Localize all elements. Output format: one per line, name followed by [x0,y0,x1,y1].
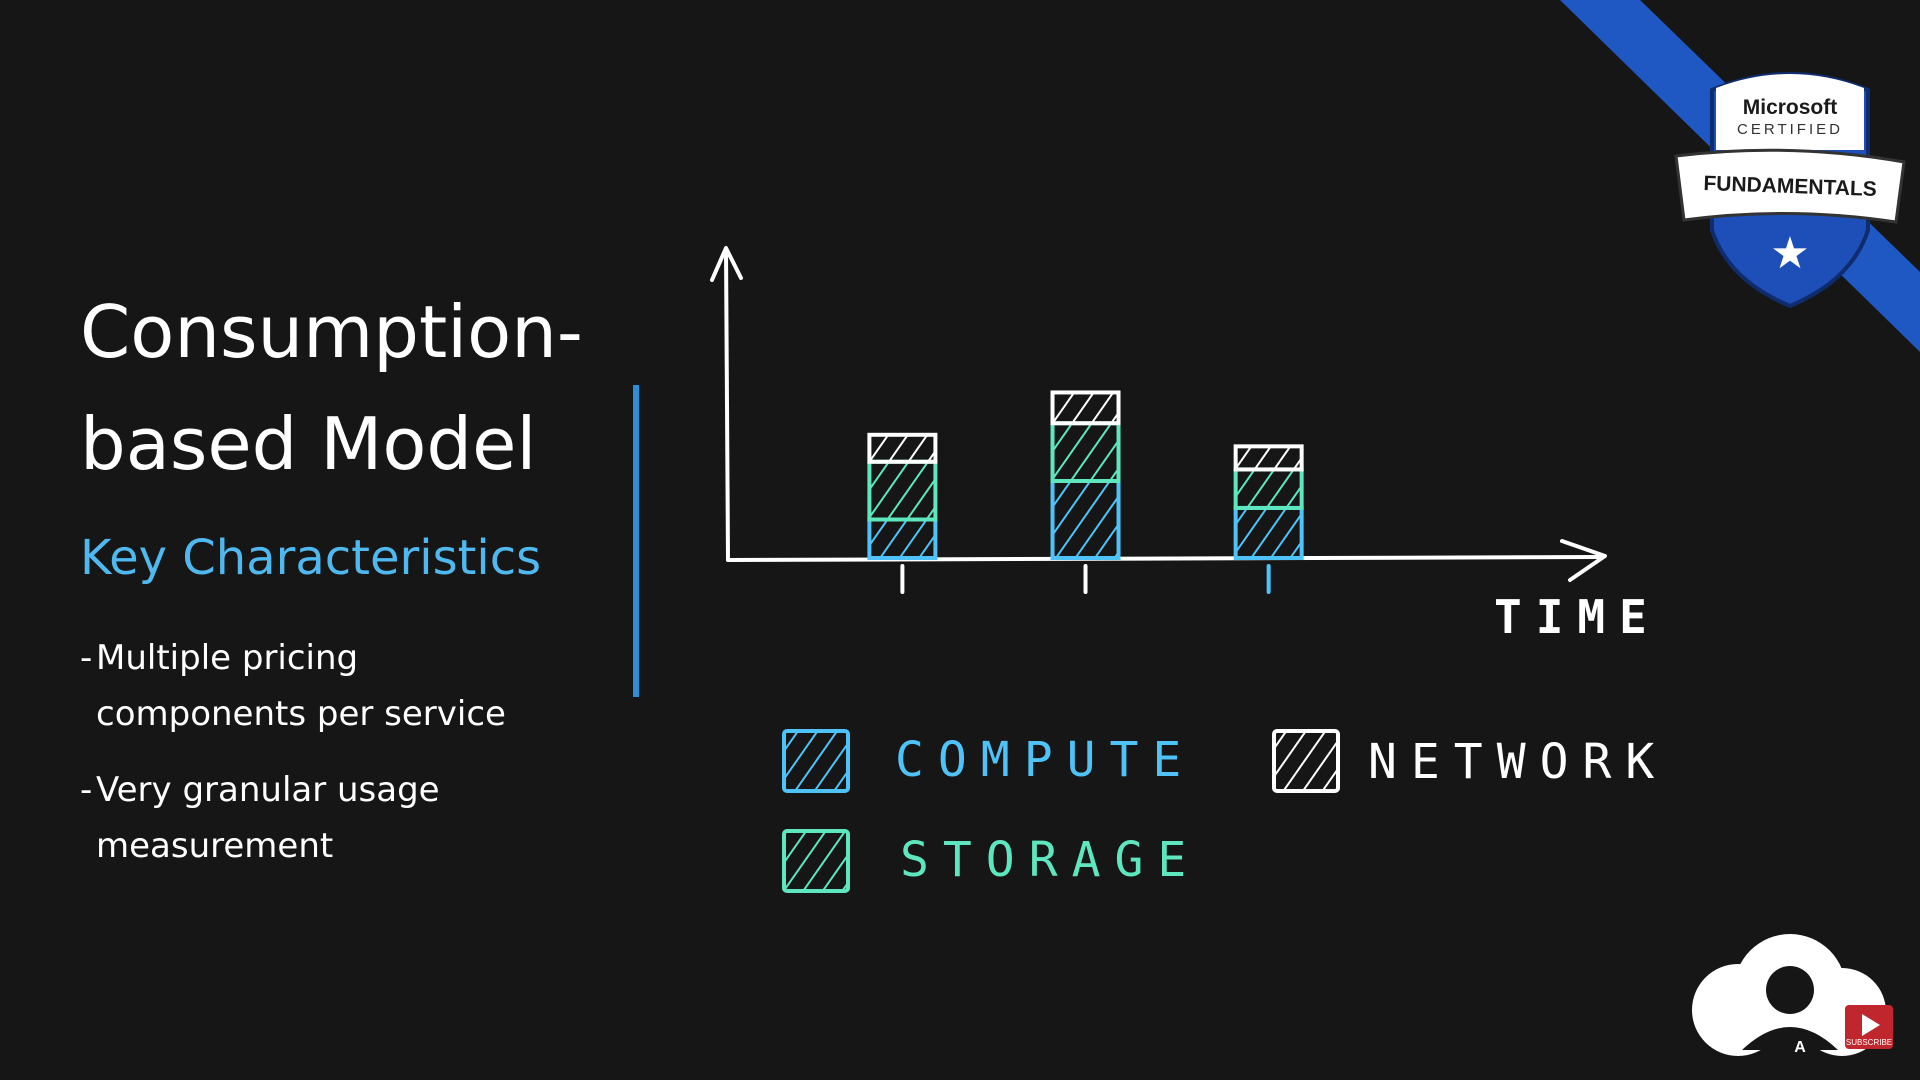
play-icon [1862,1014,1880,1036]
badge-line1: Microsoft [1743,96,1838,119]
chart-axes [710,246,1607,582]
bar-compute-2 [1050,479,1121,560]
legend-label-storage: STORAGE [900,832,1200,888]
x-axis-arrow [1560,539,1607,582]
chart-legend: COMPUTE STORAGE NETWORK [782,729,1668,893]
bar-network-1 [867,432,938,464]
vertical-divider [633,385,639,697]
badge-banner [1674,148,1906,224]
bullet-text: Very granular usage measurement [96,770,440,866]
slide-title-line-2: based Model [80,402,537,486]
bullet-text: Multiple pricing components per service [96,638,506,734]
bullet-dash: - [80,770,93,810]
legend-label-network: NETWORK [1368,734,1668,790]
bullet-item: -Multiple pricing components per service [80,630,526,742]
svg-text:A: A [1794,1039,1806,1056]
bar-network-2 [1050,390,1121,426]
bars-group [867,390,1304,561]
legend-swatch-storage [782,829,850,893]
bar-compute-1 [867,517,938,560]
slide-title: Consumption- based Model [80,276,583,500]
star-icon: ★ [1770,229,1809,278]
slide-title-line-1: Consumption- [80,290,583,374]
y-axis-line [724,248,730,562]
bullet-list: -Multiple pricing components per service… [80,630,526,894]
legend-swatch-network [1272,729,1340,793]
x-axis-label: TIME [1494,590,1661,644]
certification-badge: Microsoft CERTIFIED FUNDAMENTALS ★ [1560,0,1920,352]
y-axis-arrow [710,246,743,282]
bar-network-3 [1233,444,1304,472]
legend-swatch-compute [782,729,850,793]
bar-compute-3 [1233,505,1304,561]
badge-top-panel [1716,74,1864,150]
x-ticks-group [900,564,1271,594]
slide-subtitle: Key Characteristics [80,530,542,586]
subscribe-button[interactable]: SUBSCRIBE [1845,1005,1893,1049]
bullet-item: -Very granular usage measurement [80,762,526,874]
badge-line2: CERTIFIED [1737,121,1843,138]
bar-storage-2 [1050,421,1121,483]
x-axis-line [726,555,1602,562]
bullet-dash: - [80,638,93,678]
bar-storage-3 [1233,467,1304,510]
subscribe-label: SUBSCRIBE [1845,1038,1893,1047]
legend-label-compute: COMPUTE [895,732,1195,788]
bar-storage-1 [867,459,938,522]
